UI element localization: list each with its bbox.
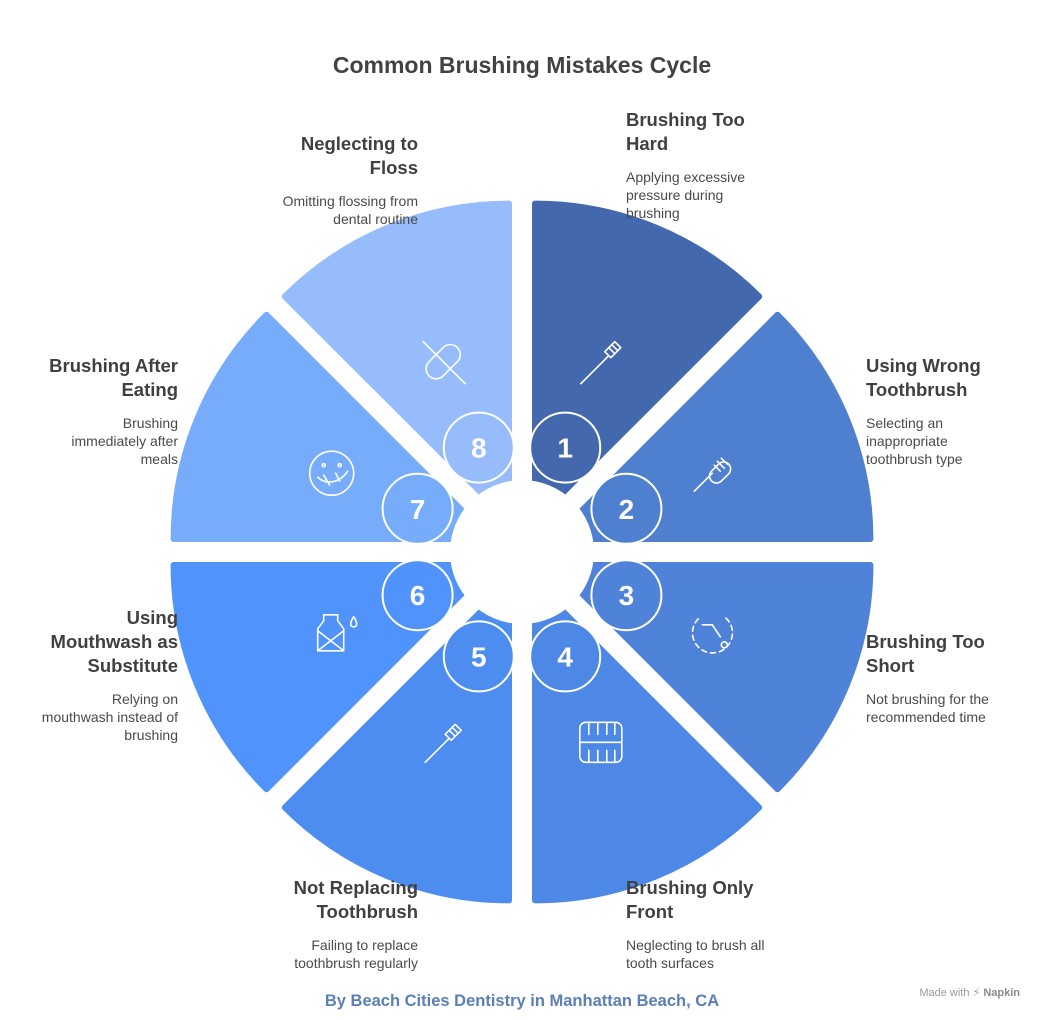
- page-title: Common Brushing Mistakes Cycle: [332, 52, 712, 78]
- step-label-3: Brushing Too Short Not brushing for the …: [866, 630, 1044, 726]
- brand-prefix: Made with: [919, 987, 970, 999]
- step-badge-1: [529, 411, 602, 484]
- toothbrush-icon: [579, 340, 622, 385]
- step-number-4: 4: [557, 641, 573, 672]
- step-title-7: Brushing After Eating: [49, 355, 178, 400]
- napkin-brand: Made with ⚡ Napkin: [919, 986, 1020, 999]
- step-label-6: Using Mouthwash as Substitute Relying on…: [0, 606, 180, 744]
- step-label-7: Brushing After Eating Brushing immediate…: [0, 354, 180, 468]
- step-title-2: Using Wrong Toothbrush: [866, 355, 981, 400]
- mouthwash-icon: [316, 613, 358, 652]
- step-badge-4: [529, 620, 602, 693]
- step-number-7: 7: [410, 494, 426, 525]
- footer-credit: By Beach Cities Dentistry in Manhattan B…: [324, 992, 720, 1010]
- step-number-2: 2: [619, 494, 635, 525]
- step-desc-8: Omitting flossing from dental routine: [282, 193, 418, 227]
- step-title-3: Brushing Too Short: [866, 631, 985, 676]
- step-number-3: 3: [619, 580, 635, 611]
- step-label-8: Neglecting to Floss Omitting flossing fr…: [238, 132, 418, 228]
- step-badge-8: [442, 411, 515, 484]
- step-title-5: Not Replacing Toothbrush: [293, 877, 418, 922]
- step-label-5: Not Replacing Toothbrush Failing to repl…: [238, 876, 418, 972]
- brand-name: Napkin: [983, 987, 1020, 999]
- step-desc-5: Failing to replace toothbrush regularly: [294, 937, 418, 971]
- toothbrush-icon: [424, 723, 463, 764]
- step-number-5: 5: [471, 641, 487, 672]
- step-title-1: Brushing Too Hard: [626, 109, 745, 154]
- step-badge-7: [381, 472, 454, 545]
- step-label-1: Brushing Too Hard Applying excessive pre…: [626, 108, 806, 222]
- step-badge-2: [590, 472, 663, 545]
- brush-head-icon: [693, 457, 732, 493]
- step-title-4: Brushing Only Front: [626, 877, 754, 922]
- eating-face-icon: [308, 450, 355, 497]
- step-desc-7: Brushing immediately after meals: [71, 415, 178, 467]
- step-desc-2: Selecting an inappropriate toothbrush ty…: [866, 415, 963, 467]
- step-badge-5: [442, 620, 515, 693]
- step-number-8: 8: [471, 433, 487, 464]
- step-label-2: Using Wrong Toothbrush Selecting an inap…: [866, 354, 1044, 468]
- step-number-1: 1: [557, 433, 573, 464]
- step-desc-4: Neglecting to brush all tooth surfaces: [626, 937, 765, 971]
- wheel-center: [450, 480, 594, 624]
- step-desc-1: Applying excessive pressure during brush…: [626, 169, 746, 221]
- step-title-8: Neglecting to Floss: [300, 133, 418, 178]
- napkin-logo-icon: ⚡: [972, 987, 981, 999]
- step-badge-3: [590, 559, 663, 632]
- step-desc-3: Not brushing for the recommended time: [866, 691, 989, 725]
- step-label-4: Brushing Only Front Neglecting to brush …: [626, 876, 806, 972]
- step-badge-6: [381, 559, 454, 632]
- step-number-6: 6: [410, 580, 426, 611]
- timer-icon: [691, 615, 734, 654]
- teeth-icon: [578, 721, 623, 764]
- step-desc-6: Relying on mouthwash instead of brushing: [41, 691, 178, 743]
- no-floss-icon: [422, 340, 467, 385]
- step-title-6: Using Mouthwash as Substitute: [50, 607, 178, 676]
